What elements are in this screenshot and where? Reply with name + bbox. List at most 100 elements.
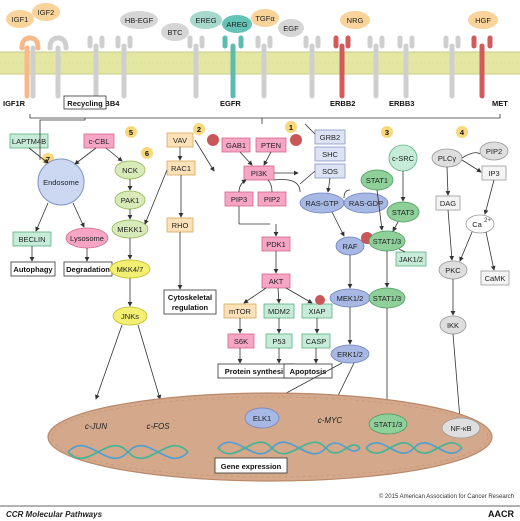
ligand-btc: BTC bbox=[168, 28, 184, 37]
factor-stat13: STAT1/3 bbox=[374, 420, 402, 429]
node-protein-synthesis: Protein synthesis bbox=[225, 367, 288, 376]
node-pten: PTEN bbox=[261, 141, 281, 150]
pathway-jnk: NCK PAK1 MEKK1 MKK4/7 JNKs bbox=[95, 147, 162, 400]
gene-cfos: c-FOS bbox=[146, 422, 170, 431]
receptor-bracket bbox=[29, 114, 501, 124]
node-pip2a: PIP2 bbox=[264, 195, 280, 204]
receptor-erbb2 bbox=[303, 35, 351, 99]
nuclear-factors: c-JUN c-FOS ELK1 c-MYC STAT1/3 NF-κB Gen… bbox=[85, 407, 481, 474]
ligand-ereg: EREG bbox=[195, 16, 216, 25]
node-stat3: STAT3 bbox=[392, 208, 414, 217]
node-casp: CASP bbox=[306, 337, 326, 346]
pathway-number-2: 2 bbox=[197, 125, 201, 134]
ligands: IGF1 IGF2 HB-EGF BTC EREG AREG TGFα EGF … bbox=[6, 3, 498, 41]
pathway-number-3: 3 bbox=[385, 128, 389, 137]
gene-cjun: c-JUN bbox=[85, 422, 107, 431]
node-rac1: RAC1 bbox=[171, 164, 191, 173]
node-nck: NCK bbox=[122, 166, 138, 175]
node-s6k: S6K bbox=[234, 337, 248, 346]
receptor-erbb3 bbox=[367, 35, 415, 99]
receptor-labels: IGF1R ERBB4 EGFR ERBB2 ERBB3 MET bbox=[3, 99, 508, 108]
ligand-hgf: HGF bbox=[475, 16, 491, 25]
label-erbb4: ERBB4 bbox=[94, 99, 120, 108]
node-cyto: Cytoskeletal bbox=[168, 293, 212, 302]
ligand-tgfa: TGFα bbox=[255, 14, 275, 23]
footer: © 2015 American Association for Cancer R… bbox=[0, 493, 520, 519]
node-xiap: XIAP bbox=[308, 307, 325, 316]
node-ca: Ca bbox=[472, 220, 482, 229]
node-sos: SOS bbox=[322, 167, 338, 176]
pathway-mapk: GRB2 SHC SOS RAS-GTP RAS-GDP RAF MEK1/2 … bbox=[263, 123, 389, 409]
pathway-pi3k: GAB1 PTEN PI3K PIP3 PIP2 PDK1 AKT mTOR M… bbox=[207, 134, 333, 379]
node-mtor: mTOR bbox=[229, 307, 252, 316]
node-akt: AKT bbox=[269, 277, 284, 286]
label-erbb3: ERBB3 bbox=[389, 99, 414, 108]
svg-text:Recycling: Recycling bbox=[67, 99, 103, 108]
cell-membrane bbox=[0, 51, 520, 75]
pathway-endosome: LAPTM4B c-CBL Endosome BECLIN Lysosome A… bbox=[9, 118, 115, 277]
node-ccbl: c-CBL bbox=[89, 137, 110, 146]
receptor-igf1r bbox=[19, 35, 69, 99]
node-mekk1: MEKK1 bbox=[117, 225, 142, 234]
node-grb2: GRB2 bbox=[320, 133, 340, 142]
ligand-areg: AREG bbox=[226, 20, 247, 29]
label-erbb2: ERBB2 bbox=[330, 99, 355, 108]
pathway-number-1: 1 bbox=[289, 123, 293, 132]
node-vav: VAV bbox=[173, 136, 187, 145]
node-camk: CaMK bbox=[485, 274, 506, 283]
node-jnks: JNKs bbox=[121, 312, 139, 321]
pathway-number-4: 4 bbox=[460, 128, 465, 137]
node-mdm2: MDM2 bbox=[268, 307, 290, 316]
gene-cmyc: c-MYC bbox=[318, 416, 343, 425]
node-cyto2: regulation bbox=[172, 303, 209, 312]
gene-expression-box: Gene expression bbox=[221, 462, 282, 471]
factor-nfkb: NF-κB bbox=[450, 424, 471, 433]
node-pi3k: PI3K bbox=[251, 169, 267, 178]
node-dag: DAG bbox=[440, 199, 456, 208]
recycling-box: Recycling bbox=[63, 95, 107, 110]
pathway-plcg: PLCγ PIP2 IP3 DAG Ca 2+ PKC CaMK IKK bbox=[431, 141, 510, 420]
pathway-number-6: 6 bbox=[145, 149, 149, 158]
node-degradation: Degradation bbox=[66, 265, 110, 274]
node-shc: SHC bbox=[322, 150, 338, 159]
node-autophagy: Autophagy bbox=[13, 265, 53, 274]
node-rasgdp: RAS-GDP bbox=[349, 199, 383, 208]
node-gab1: GAB1 bbox=[226, 141, 246, 150]
label-met: MET bbox=[492, 99, 508, 108]
dna-helices bbox=[67, 441, 463, 460]
receptor-met bbox=[443, 35, 493, 99]
node-ip3: IP3 bbox=[488, 169, 499, 178]
node-mek12: MEK1/2 bbox=[337, 294, 364, 303]
node-stat13b: STAT1/3 bbox=[373, 294, 401, 303]
node-ca-superscript: 2+ bbox=[484, 218, 491, 224]
pathway-stat: c-SRC STAT1 STAT3 STAT1/3 JAK1/2 STAT1/3 bbox=[360, 144, 427, 415]
node-rasgtp: RAS-GTP bbox=[305, 199, 338, 208]
node-raf: RAF bbox=[343, 242, 358, 251]
copyright-text: © 2015 American Association for Cancer R… bbox=[379, 493, 514, 500]
node-mkk47: MKK4/7 bbox=[117, 265, 144, 274]
journal-title: CCR Molecular Pathways bbox=[6, 510, 103, 519]
aacr-logo: AACR bbox=[488, 509, 514, 519]
node-pak1: PAK1 bbox=[121, 196, 140, 205]
ligand-egf: EGF bbox=[283, 24, 299, 33]
label-egfr: EGFR bbox=[220, 99, 241, 108]
node-erk12: ERK1/2 bbox=[337, 350, 363, 359]
node-p53: P53 bbox=[272, 337, 285, 346]
node-pip3: PIP3 bbox=[231, 195, 247, 204]
ligand-nrg: NRG bbox=[347, 16, 364, 25]
node-beclin: BECLIN bbox=[18, 235, 45, 244]
pathway-number-5: 5 bbox=[129, 128, 133, 137]
node-jak12: JAK1/2 bbox=[399, 255, 423, 264]
node-pkc: PKC bbox=[445, 266, 461, 275]
node-stat13a: STAT1/3 bbox=[373, 237, 401, 246]
node-endosome: Endosome bbox=[43, 178, 79, 187]
ligand-hbegf: HB-EGF bbox=[125, 16, 154, 25]
node-plcg: PLCγ bbox=[438, 154, 457, 163]
receptor-erbb4 bbox=[87, 35, 133, 99]
node-lysosome: Lysosome bbox=[70, 234, 104, 243]
pathway-vav: VAV RAC1 RHO Cytoskeletal regulation bbox=[144, 132, 217, 315]
node-pdk1: PDK1 bbox=[266, 240, 286, 249]
factor-elk1: ELK1 bbox=[253, 414, 271, 423]
